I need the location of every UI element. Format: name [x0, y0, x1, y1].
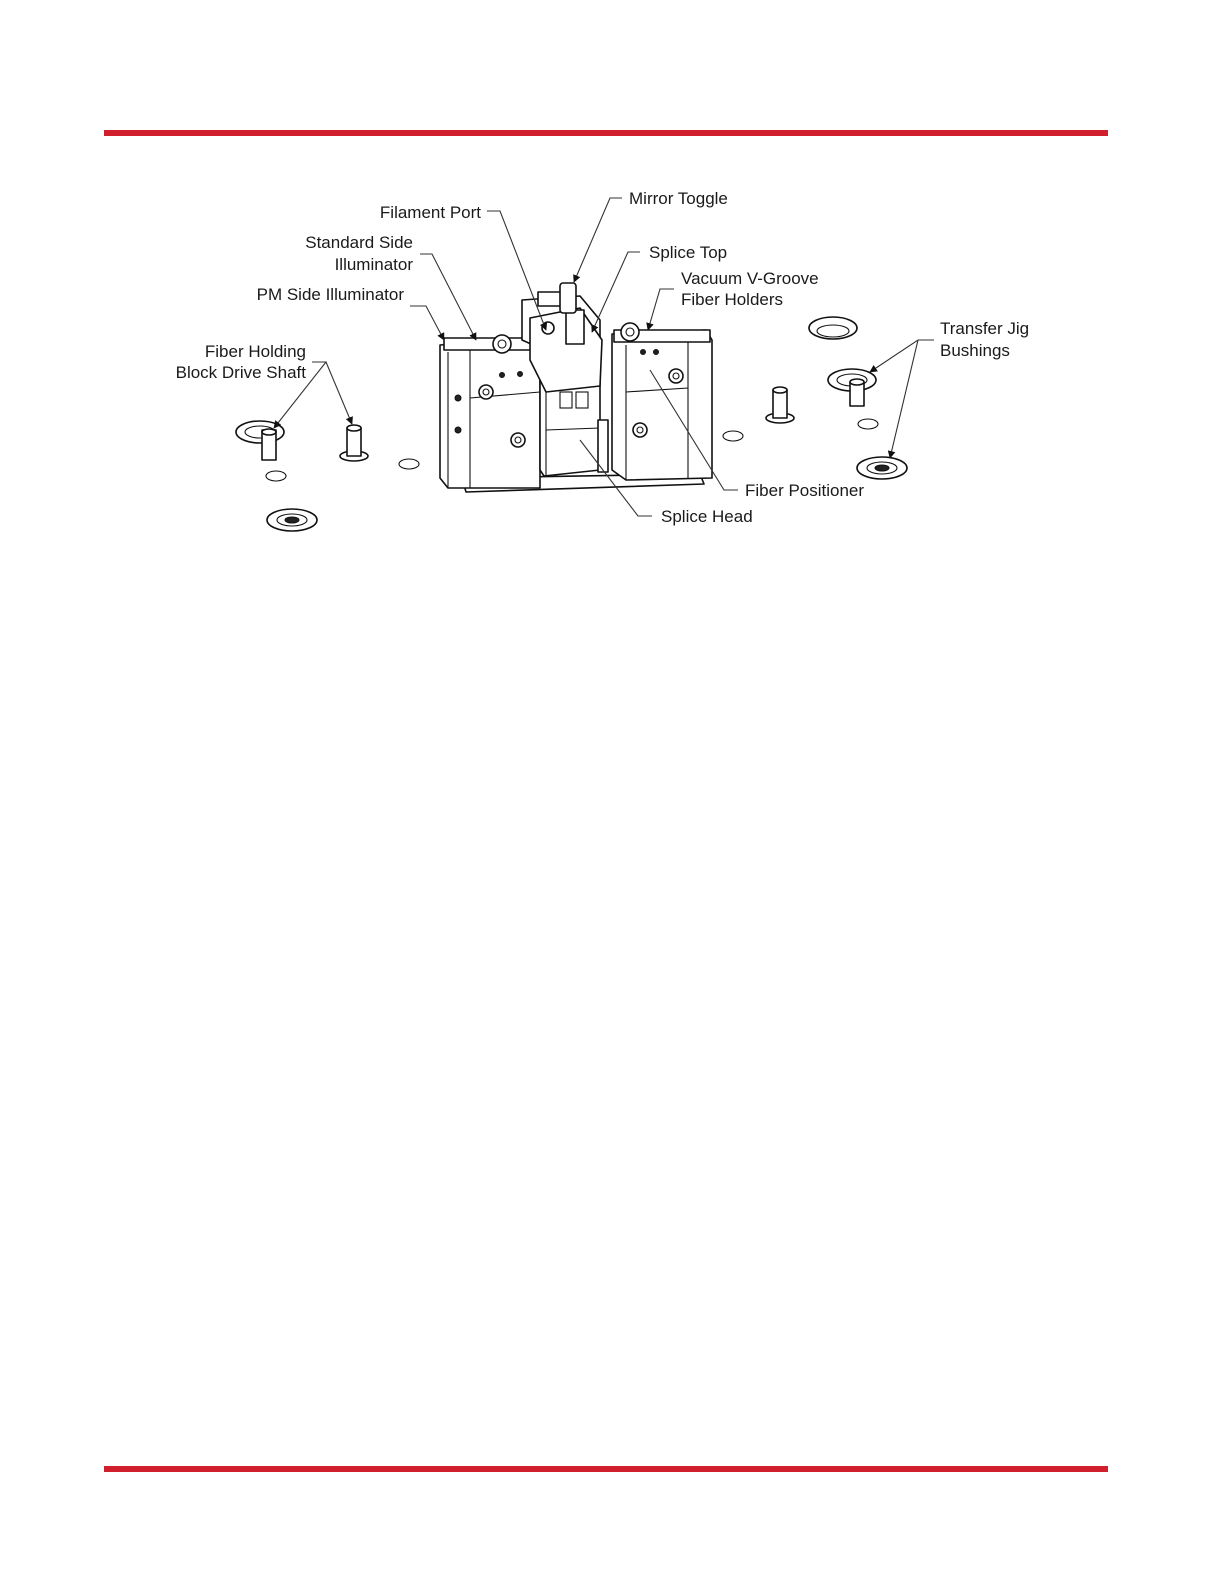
label-transfer-jig-2: Bushings — [940, 341, 1010, 360]
label-transfer-jig-1: Transfer Jig — [940, 319, 1029, 338]
label-filament-port: Filament Port — [380, 203, 481, 222]
label-pm-side: PM Side Illuminator — [257, 285, 405, 304]
label-standard-side-1: Standard Side — [305, 233, 413, 252]
splice-head-diagram: Mirror Toggle Filament Port Splice Top S… — [0, 0, 1224, 600]
label-splice-head: Splice Head — [661, 507, 753, 526]
label-fiber-holding-1: Fiber Holding — [205, 342, 306, 361]
label-standard-side-2: Illuminator — [335, 255, 414, 274]
label-splice-top: Splice Top — [649, 243, 727, 262]
assembly-drawing — [440, 283, 712, 492]
label-fiber-positioner: Fiber Positioner — [745, 481, 864, 500]
label-vacuum-1: Vacuum V-Groove — [681, 269, 819, 288]
label-fiber-holding-2: Block Drive Shaft — [176, 363, 307, 382]
label-mirror-toggle: Mirror Toggle — [629, 189, 728, 208]
footer-rule — [104, 1466, 1108, 1472]
label-vacuum-2: Fiber Holders — [681, 290, 783, 309]
